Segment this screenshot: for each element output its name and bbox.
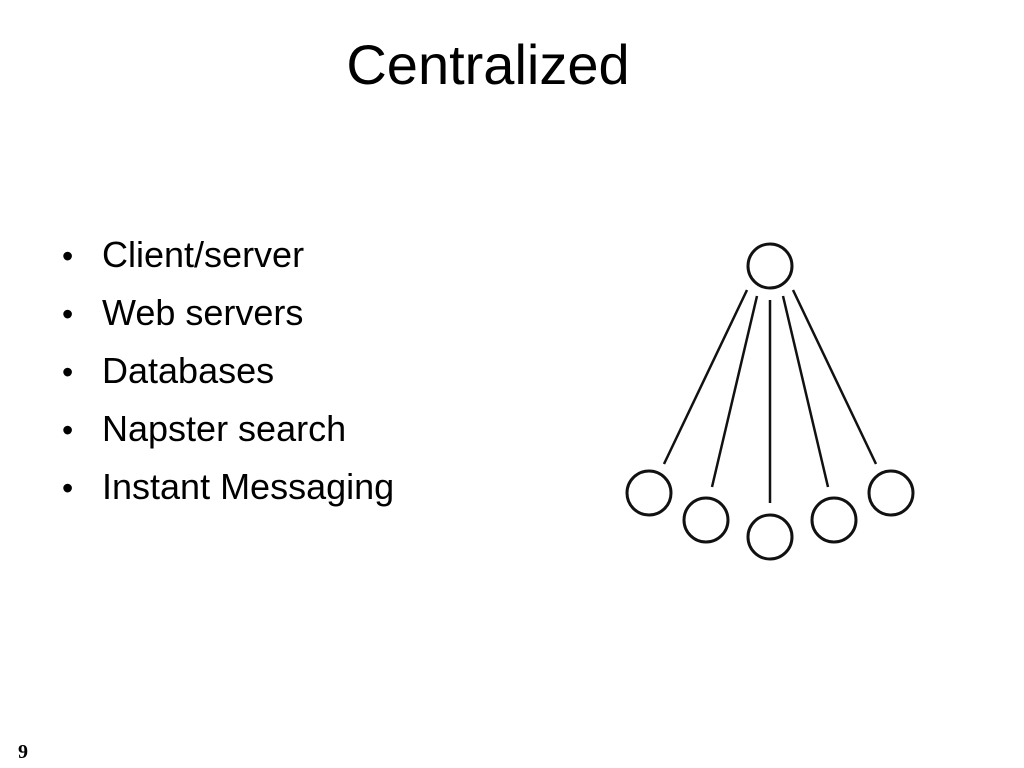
bullet-item-instant-messaging: • Instant Messaging bbox=[62, 458, 394, 516]
bullet-text: Napster search bbox=[102, 408, 347, 449]
leaf-node-4 bbox=[810, 496, 858, 544]
bullet-icon: • bbox=[62, 354, 74, 390]
bullet-icon: • bbox=[62, 412, 74, 448]
bullet-icon: • bbox=[62, 470, 74, 506]
link-line-5 bbox=[791, 289, 878, 465]
bullet-text: Databases bbox=[102, 350, 275, 391]
bullet-text: Web servers bbox=[102, 292, 304, 333]
bullet-list: • Client/server • Web servers • Database… bbox=[62, 226, 394, 516]
leaf-node-1 bbox=[625, 469, 673, 517]
slide-title: Centralized bbox=[346, 33, 630, 96]
leaf-node-2 bbox=[682, 496, 730, 544]
hub-node bbox=[746, 242, 794, 290]
bullet-icon: • bbox=[62, 296, 74, 332]
bullet-text: Instant Messaging bbox=[102, 466, 395, 507]
bullet-item-databases: • Databases bbox=[62, 342, 394, 400]
bullet-item-web-servers: • Web servers bbox=[62, 284, 394, 342]
link-line-4 bbox=[781, 295, 830, 488]
link-line-1 bbox=[662, 289, 749, 465]
page-number: 9 bbox=[18, 741, 28, 763]
link-line-2 bbox=[710, 295, 759, 488]
leaf-node-5 bbox=[867, 469, 915, 517]
leaf-node-3 bbox=[746, 513, 794, 561]
bullet-item-client-server: • Client/server bbox=[62, 226, 394, 284]
bullet-text: Client/server bbox=[102, 234, 305, 275]
centralized-network-diagram bbox=[625, 242, 915, 561]
bullet-item-napster-search: • Napster search bbox=[62, 400, 394, 458]
bullet-icon: • bbox=[62, 238, 74, 274]
